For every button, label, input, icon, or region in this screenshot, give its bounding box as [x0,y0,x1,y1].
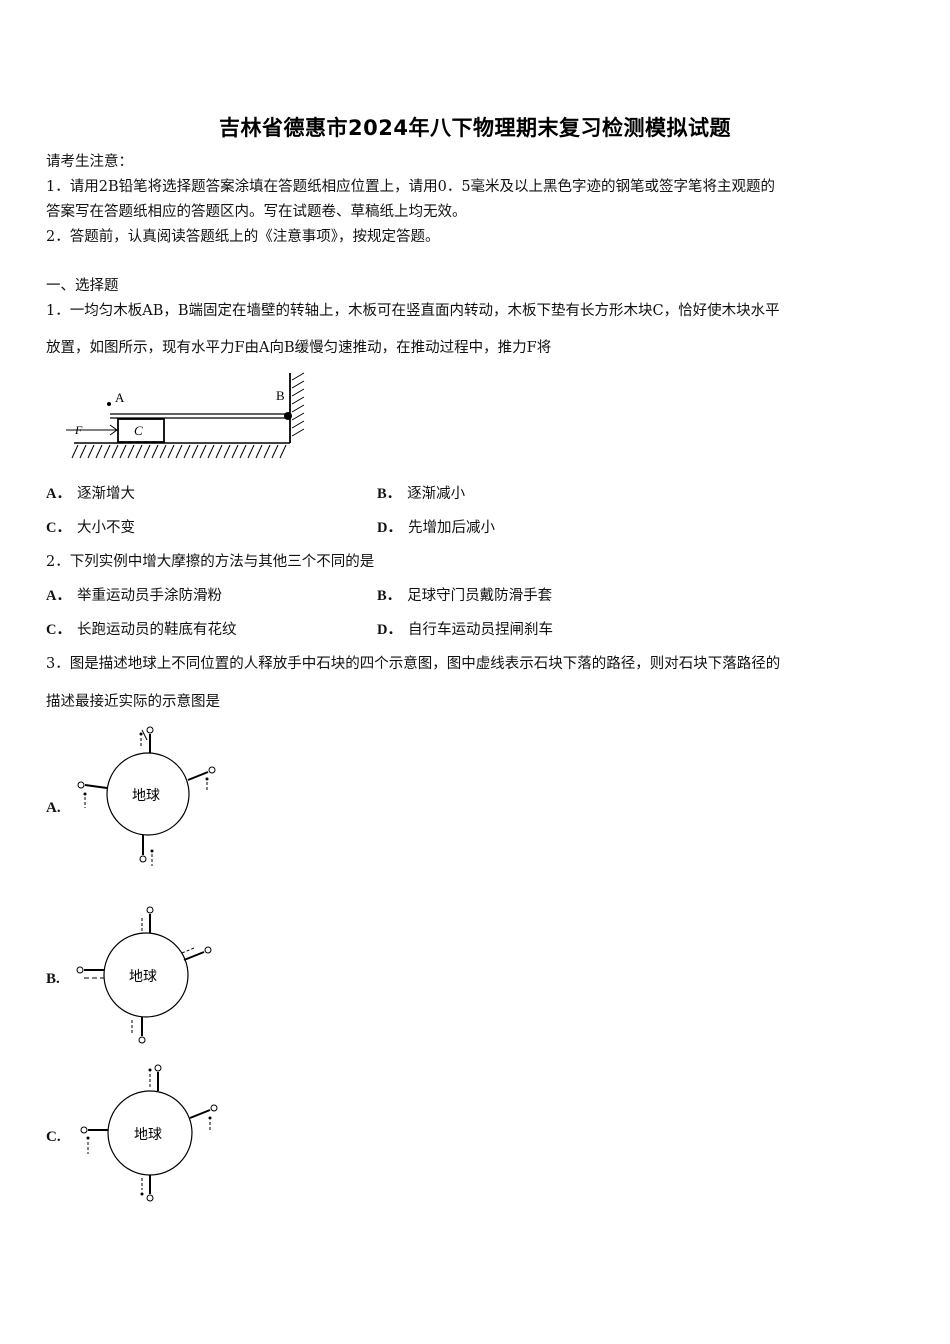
question-1-option-d[interactable]: D．先增加后减小 [377,520,495,536]
question-1-line-1: 1．一均匀木板AB，B端固定在墙壁的转轴上，木板可在竖直面内转动，木板下垫有长方… [46,301,780,321]
question-3-option-b-label[interactable]: B. [46,971,60,987]
question-3-option-b-globe[interactable]: 地球 [70,900,230,1050]
section-heading: 一、选择题 [46,278,119,294]
svg-text:地球: 地球 [132,788,160,804]
question-1-option-b[interactable]: B．逐渐减小 [377,486,466,502]
question-3-number: 3． [46,656,70,672]
question-3-option-a-globe[interactable]: 地球 [70,722,230,872]
question-1-text-1: 一均匀木板AB，B端固定在墙壁的转轴上，木板可在竖直面内转动，木板下垫有长方形木… [69,303,780,319]
question-3-line-1: 3．图是描述地球上不同位置的人释放手中石块的四个示意图，图中虚线表示石块下落的路… [46,656,781,672]
question-2-option-c[interactable]: C．长跑运动员的鞋底有花纹 [46,622,237,638]
question-3-option-c-label[interactable]: C. [46,1129,61,1145]
notice-line-3: 2．答题前，认真阅读答题纸上的《注意事项》，按规定答题。 [46,229,440,245]
notice-line-2: 答案写在答题纸相应的答题区内。写在试题卷、草稿纸上均无效。 [46,204,467,220]
question-2-number: 2． [46,554,70,570]
svg-text:B: B [276,388,285,403]
svg-text:地球: 地球 [129,969,157,985]
question-2-option-a[interactable]: A．举重运动员手涂防滑粉 [46,588,222,604]
question-3-option-a-label[interactable]: A. [46,800,61,816]
question-2-line-1: 2．下列实例中增大摩擦的方法与其他三个不同的是 [46,554,375,570]
lever-board-diagram: A B C F [66,372,305,459]
svg-text:F: F [74,423,83,437]
notice-heading: 请考生注意： [46,154,133,170]
question-1-option-a[interactable]: A．逐渐增大 [46,486,135,502]
question-1-option-c[interactable]: C．大小不变 [46,520,135,536]
question-1-line-2: 放置，如图所示，现有水平力F由A向B缓慢匀速推动，在推动过程中，推力F将 [46,340,552,356]
svg-text:地球: 地球 [134,1127,162,1143]
svg-text:C: C [134,423,143,438]
svg-text:A: A [115,390,125,405]
question-2-option-b[interactable]: B．足球守门员戴防滑手套 [377,588,553,604]
question-2-option-d[interactable]: D．自行车运动员捏闸刹车 [377,622,553,638]
question-3-line-2: 描述最接近实际的示意图是 [46,694,220,710]
page-title: 吉林省德惠市2024年八下物理期末复习检测模拟试题 [219,116,731,140]
question-3-option-c-globe[interactable]: 地球 [70,1060,230,1205]
question-1-number: 1． [46,303,70,319]
notice-line-1: 1．请用2B铅笔将选择题答案涂填在答题纸相应位置上，请用0．5毫米及以上黑色字迹… [46,179,776,195]
